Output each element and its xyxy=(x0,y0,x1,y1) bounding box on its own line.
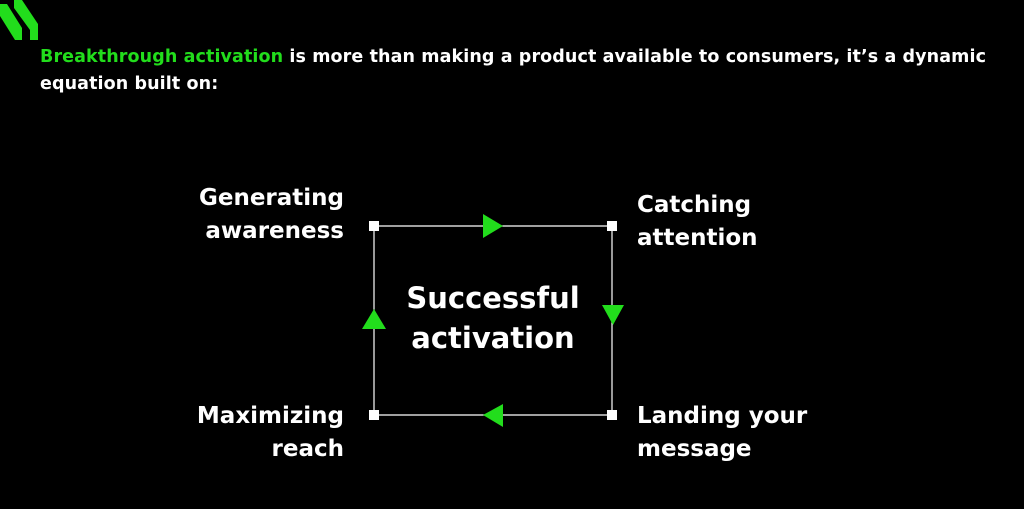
node-label-generating-awareness: Generating awareness xyxy=(198,185,344,244)
intro-highlight: Breakthrough activation xyxy=(40,47,284,67)
left-arrow-icon xyxy=(483,404,503,427)
node-marker-bottom-left xyxy=(369,410,379,420)
intro-text: Breakthrough activation is more than mak… xyxy=(40,44,1000,98)
intro-rest: is more than making a product available … xyxy=(40,47,987,94)
right-arrow-icon xyxy=(483,214,503,238)
node-marker-top-left xyxy=(369,221,379,231)
brand-logo-icon xyxy=(0,0,38,40)
node-label-maximizing-reach: Maximizing reach xyxy=(196,403,344,462)
node-label-catching-attention: Catching attention xyxy=(637,192,758,251)
node-label-landing-your-message: Landing your message xyxy=(637,403,808,462)
logo-stripe-right xyxy=(14,0,38,40)
node-marker-bottom-right xyxy=(607,410,617,420)
up-arrow-icon xyxy=(362,309,386,329)
logo-stripe-left xyxy=(0,4,22,40)
center-label-successful-activation: Successful activation xyxy=(406,281,580,355)
down-arrow-icon xyxy=(602,305,624,325)
node-marker-top-right xyxy=(607,221,617,231)
